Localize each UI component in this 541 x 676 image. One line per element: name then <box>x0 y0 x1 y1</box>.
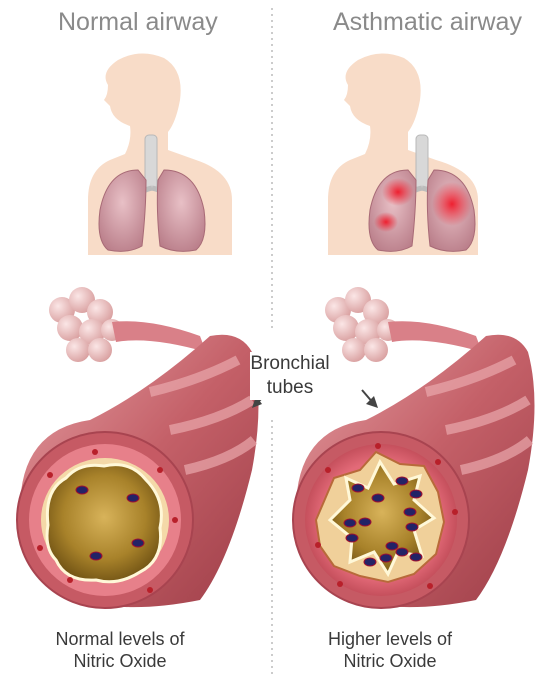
bronchial-tubes-label: Bronchial tubes <box>250 352 330 400</box>
normal-airway-title: Normal airway <box>58 8 218 37</box>
alveoli-cluster <box>325 287 399 362</box>
normal-caption: Normal levels of Nitric Oxide <box>10 628 230 672</box>
callout-arrow-right <box>362 390 378 408</box>
asthmatic-caption: Higher levels of Nitric Oxide <box>280 628 500 672</box>
normal-caption-line-1: Normal levels of <box>10 628 230 650</box>
normal-caption-line-2: Nitric Oxide <box>10 650 230 672</box>
normal-bronchial-tube <box>17 287 259 608</box>
alveoli-cluster <box>49 287 123 362</box>
inflammation-spot <box>382 178 414 206</box>
asthmatic-bronchial-tube <box>293 287 535 608</box>
callout-line-1: Bronchial <box>250 352 330 376</box>
inflammation-spot <box>374 212 398 232</box>
inflammation-spot <box>432 182 472 226</box>
asthmatic-caption-line-1: Higher levels of <box>280 628 500 650</box>
asthmatic-airway-title: Asthmatic airway <box>333 8 522 37</box>
callout-line-2: tubes <box>250 376 330 400</box>
asthmatic-caption-line-2: Nitric Oxide <box>280 650 500 672</box>
normal-lumen <box>47 465 161 582</box>
